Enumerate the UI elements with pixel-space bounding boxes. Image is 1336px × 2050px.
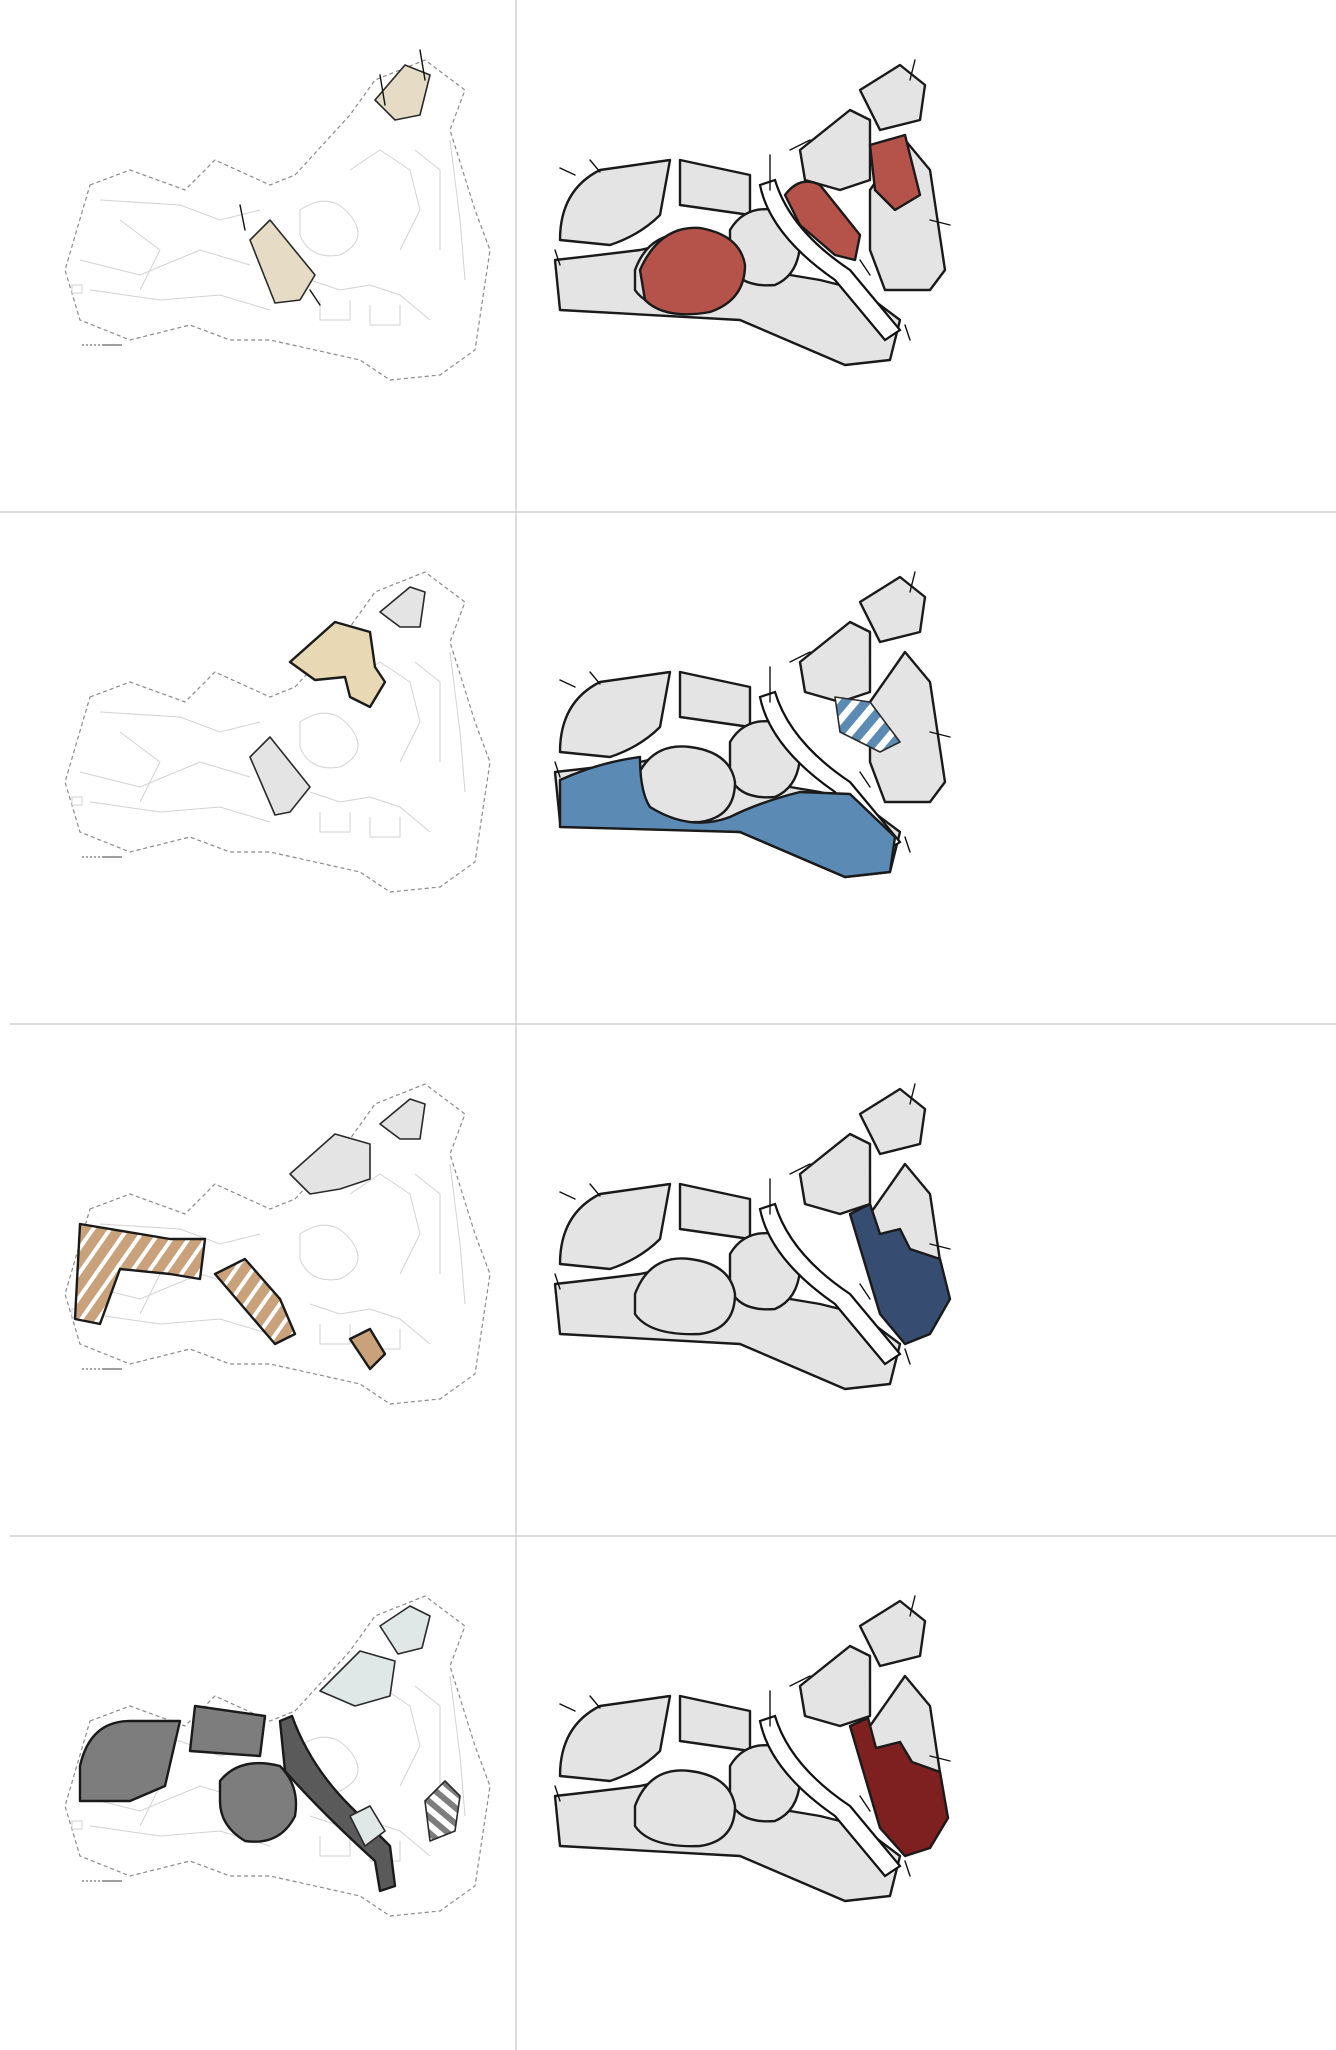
highlight-block bbox=[379, 1098, 426, 1140]
panel-r4-right bbox=[553, 1594, 952, 1903]
highlight-block bbox=[249, 219, 316, 304]
highlight-grey-block bbox=[218, 1762, 298, 1843]
panel-r2-left bbox=[64, 571, 491, 893]
panel-r4-left bbox=[64, 1595, 491, 1917]
highlight-red-block bbox=[868, 133, 922, 212]
panel-r3-left bbox=[64, 1083, 491, 1405]
highlight-block bbox=[348, 1327, 387, 1371]
highlight-block bbox=[374, 64, 431, 121]
hatched-zone bbox=[213, 1257, 297, 1346]
highlight-navy-block bbox=[848, 1202, 952, 1346]
hatched-zone bbox=[73, 1222, 207, 1326]
highlight-grey-road bbox=[278, 1714, 397, 1893]
highlight-pale-block bbox=[349, 1805, 386, 1847]
highlight-block bbox=[289, 1133, 371, 1195]
highlight-blue-zone bbox=[558, 755, 897, 879]
highlight-block bbox=[288, 620, 387, 709]
highlight-pale-block bbox=[319, 1650, 396, 1707]
panel-r2-right bbox=[553, 570, 952, 879]
highlight-red-oval bbox=[638, 226, 747, 316]
highlight-red-strip bbox=[783, 180, 862, 262]
panel-r3-right bbox=[553, 1082, 952, 1391]
highlight-block bbox=[249, 736, 311, 816]
highlight-red-block bbox=[848, 1716, 950, 1858]
panel-r1-left bbox=[64, 49, 491, 381]
highlight-block bbox=[379, 586, 426, 628]
highlight-grey-block bbox=[188, 1704, 267, 1758]
highlight-blue-hatch bbox=[834, 696, 901, 753]
highlight-pale-block bbox=[379, 1605, 431, 1655]
highlight-grey-block bbox=[78, 1719, 182, 1803]
panel-r1-right bbox=[553, 58, 952, 367]
hatched-zone bbox=[424, 1780, 461, 1842]
